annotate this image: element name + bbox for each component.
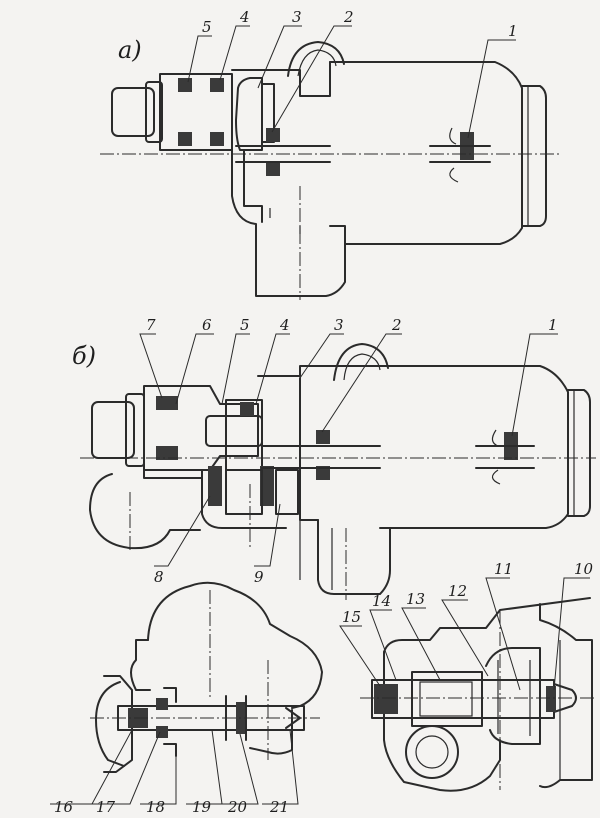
callout-b-4: 4: [279, 316, 290, 334]
callout-b-9: 9: [254, 568, 264, 586]
callout-c-19: 19: [192, 798, 212, 816]
callout-a-5: 5: [202, 18, 212, 36]
view-labels: а) б): [72, 36, 142, 370]
callout-b-5: 5: [240, 316, 250, 334]
callout-b-7: 7: [146, 316, 156, 334]
callout-d-10: 10: [574, 560, 594, 578]
callout-b-6: 6: [202, 316, 212, 334]
view-a-label: а): [118, 36, 142, 64]
callout-c-18: 18: [146, 798, 165, 816]
callouts-view-b: 1 2 3 4 5 6 7 8 9: [146, 316, 558, 586]
callout-d-14: 14: [372, 592, 391, 610]
callout-b-2: 2: [391, 316, 402, 334]
view-c: [90, 581, 323, 773]
callouts-view-c: 16 17 18 19 20 21: [54, 798, 289, 816]
callout-c-21: 21: [269, 798, 289, 816]
callout-d-15: 15: [342, 608, 361, 626]
callout-d-13: 13: [406, 590, 425, 608]
callout-a-1: 1: [508, 22, 518, 40]
callout-d-11: 11: [494, 560, 513, 578]
view-b: [80, 343, 596, 600]
callouts-view-a: 1 2 3 4 5: [202, 8, 518, 40]
callouts-view-d: 10 11 12 13 14 15: [342, 560, 594, 626]
callout-b-1: 1: [548, 316, 558, 334]
callout-d-12: 12: [448, 582, 467, 600]
callout-c-17: 17: [96, 798, 116, 816]
callout-a-4: 4: [239, 8, 250, 26]
view-d: [360, 597, 596, 792]
callout-b-3: 3: [334, 316, 344, 334]
view-b-label: б): [72, 342, 96, 370]
callout-b-8: 8: [154, 568, 164, 586]
callout-c-20: 20: [227, 798, 248, 816]
callout-a-2: 2: [343, 8, 354, 26]
leader-lines: [50, 25, 590, 805]
callout-c-16: 16: [54, 798, 74, 816]
callout-a-3: 3: [292, 8, 302, 26]
view-a: [100, 41, 560, 300]
